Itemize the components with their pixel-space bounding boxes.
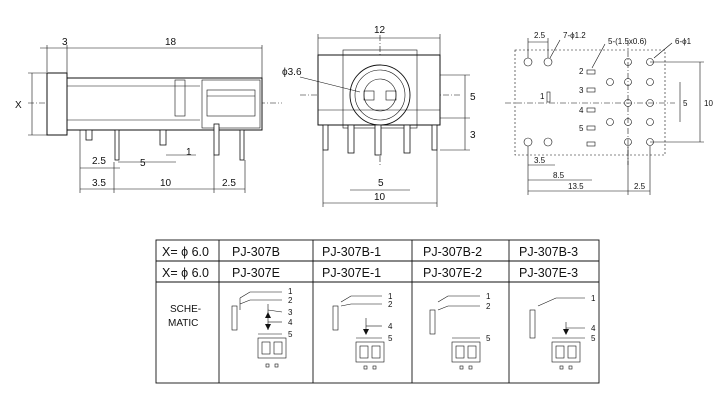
front-dim-diameter: ϕ3.6 xyxy=(282,67,302,78)
pcb-dim-right-outer: 10 xyxy=(704,99,713,108)
table-row2-model1: PJ-307E xyxy=(232,266,280,280)
table-row2-model3: PJ-307E-2 xyxy=(423,266,482,280)
schematic-4-pin-4: 4 xyxy=(591,324,596,333)
model-table: X= ϕ 6.0 PJ-307B PJ-307B-1 PJ-307B-2 PJ-… xyxy=(155,239,600,384)
schematic-2-pin-5: 5 xyxy=(388,334,393,343)
side-dim-6: 2.5 xyxy=(222,178,236,189)
schematic-4-pin-1: 1 xyxy=(591,294,596,303)
side-dim-height: X xyxy=(15,100,22,111)
table-row1-label: X= ϕ 6.0 xyxy=(162,245,209,259)
pcb-pin-2: 2 xyxy=(579,67,584,76)
pcb-dim-b4: 2.5 xyxy=(634,182,646,191)
table-row1-model3: PJ-307B-2 xyxy=(423,245,482,259)
schematic-3-pin-1: 1 xyxy=(486,292,491,301)
side-dim-3: 1 xyxy=(186,147,192,158)
table-row1-model2: PJ-307B-1 xyxy=(322,245,381,259)
side-dim-1: 2.5 xyxy=(92,156,106,167)
pcb-pin-4: 4 xyxy=(579,106,584,115)
schematic-1-pin-2: 2 xyxy=(288,296,293,305)
side-dim-2: 5 xyxy=(140,158,146,169)
pcb-dim-b2: 8.5 xyxy=(553,171,565,180)
pcb-view: 2.5 7-ϕ1.2 5-(1.5x0.6) 6-ϕ1 5 10 3.5 8.5… xyxy=(505,31,713,195)
pcb-pin-1: 1 xyxy=(540,92,545,101)
front-dim-right-h: 5 xyxy=(470,92,476,103)
schematic-3: 1 2 5 xyxy=(429,292,491,370)
table-row1-model1: PJ-307B xyxy=(232,245,280,259)
schematic-1-pin-5: 5 xyxy=(288,330,293,339)
front-dim-width: 12 xyxy=(374,25,386,36)
schematic-4: 1 4 5 xyxy=(529,294,596,370)
pcb-dim-hole-b: 5-(1.5x0.6) xyxy=(608,37,647,46)
front-dim-right-low: 3 xyxy=(470,130,476,141)
schematic-1-pin-4: 4 xyxy=(288,318,293,327)
side-view: 3 18 X 2.5 5 1 3.5 10 2.5 xyxy=(15,37,282,193)
side-dim-5: 10 xyxy=(160,178,172,189)
schematic-3-pin-2: 2 xyxy=(486,302,491,311)
schematic-label-1: SCHE- xyxy=(170,304,201,315)
pcb-dim-top-pitch: 2.5 xyxy=(534,31,546,40)
schematic-3-pin-5: 5 xyxy=(486,334,491,343)
schematic-2-pin-4: 4 xyxy=(388,322,393,331)
schematic-1-pin-1: 1 xyxy=(288,287,293,296)
side-dim-top-left: 3 xyxy=(62,37,68,48)
schematic-2: 1 2 4 5 xyxy=(332,292,393,370)
table-row2-model2: PJ-307E-1 xyxy=(322,266,381,280)
pcb-pin-5: 5 xyxy=(579,124,584,133)
side-dim-4: 3.5 xyxy=(92,178,106,189)
front-dim-bottom-inner: 5 xyxy=(378,178,384,189)
pcb-dim-hole-c: 6-ϕ1 xyxy=(675,37,692,46)
table-row2-label: X= ϕ 6.0 xyxy=(162,266,209,280)
schematic-label-2: MATIC xyxy=(168,318,198,329)
pcb-dim-right-inner: 5 xyxy=(683,99,688,108)
pcb-dim-b1: 3.5 xyxy=(534,156,546,165)
schematic-1: 1 2 3 4 5 xyxy=(231,287,293,368)
pcb-dim-b3: 13.5 xyxy=(568,182,584,191)
table-row1-model4: PJ-307B-3 xyxy=(519,245,578,259)
front-view: 12 ϕ3.6 5 3 5 10 xyxy=(282,25,476,207)
table-row2-model4: PJ-307E-3 xyxy=(519,266,578,280)
schematic-4-pin-5: 5 xyxy=(591,334,596,343)
pcb-pin-3: 3 xyxy=(579,86,584,95)
side-dim-top-total: 18 xyxy=(165,37,177,48)
front-dim-bottom-outer: 10 xyxy=(374,192,386,203)
pcb-dim-hole-a: 7-ϕ1.2 xyxy=(563,31,586,40)
schematic-1-pin-3: 3 xyxy=(288,308,293,317)
schematic-2-pin-1: 1 xyxy=(388,292,393,301)
schematic-2-pin-2: 2 xyxy=(388,300,393,309)
